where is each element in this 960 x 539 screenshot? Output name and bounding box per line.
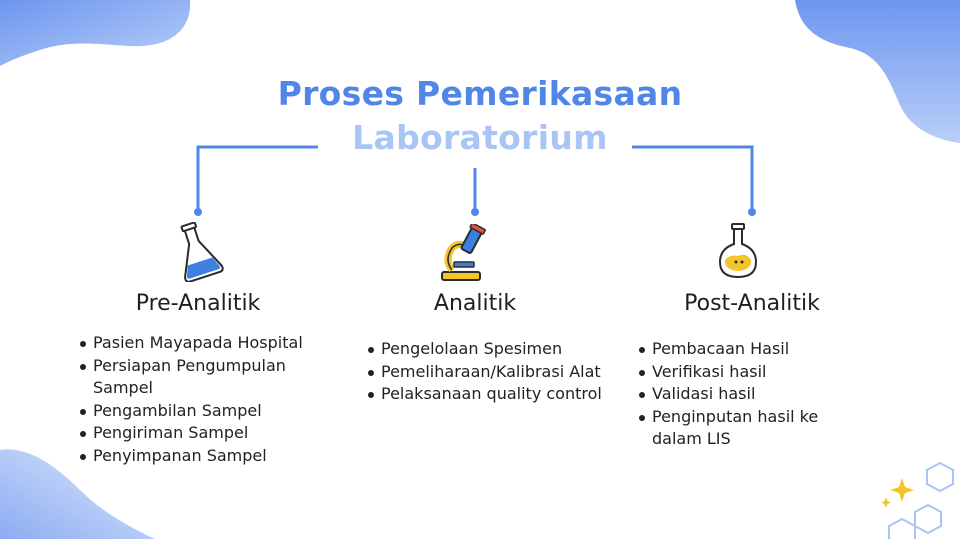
page-title-line2: Laboratorium xyxy=(352,118,608,157)
column-title-analitik: Analitik xyxy=(433,291,517,316)
connector-lines xyxy=(196,145,754,212)
list-item: Persiapan Pengumpulan Sampel xyxy=(80,355,330,400)
column-title-pre-analitik: Pre-Analitik xyxy=(135,291,261,316)
connector-right xyxy=(632,145,754,212)
blob-bottom-left xyxy=(0,449,155,539)
list-item: Validasi hasil xyxy=(639,383,849,406)
list-item: Pengelolaan Spesimen xyxy=(368,338,603,361)
microscope-icon xyxy=(441,224,486,281)
column-title-post-analitik: Post-Analitik xyxy=(684,291,820,316)
page-title-line1: Proses Pemerikasaan xyxy=(277,74,683,113)
list-item: Pengambilan Sampel xyxy=(80,400,330,423)
blob-top-right xyxy=(795,0,960,143)
list-item: Pengiriman Sampel xyxy=(80,422,330,445)
analitik-list: Pengelolaan Spesimen Pemeliharaan/Kalibr… xyxy=(368,338,603,406)
connector-dots xyxy=(194,208,756,216)
list-item: Verifikasi hasil xyxy=(639,361,849,384)
hexagon-molecule-icon xyxy=(888,461,954,539)
post-analitik-list: Pembacaan Hasil Verifikasi hasil Validas… xyxy=(639,338,849,451)
sparkle-icon xyxy=(881,478,914,508)
round-flask-icon xyxy=(718,223,758,279)
blob-top-left xyxy=(0,0,191,66)
pre-analitik-list: Pasien Mayapada Hospital Persiapan Pengu… xyxy=(80,332,330,467)
list-item: Penginputan hasil ke dalam LIS xyxy=(639,406,849,451)
list-item: Pembacaan Hasil xyxy=(639,338,849,361)
connector-left xyxy=(196,145,318,212)
list-item: Pemeliharaan/Kalibrasi Alat xyxy=(368,361,603,384)
list-item: Penyimpanan Sampel xyxy=(80,445,330,468)
list-item: Pelaksanaan quality control xyxy=(368,383,603,406)
list-item: Pasien Mayapada Hospital xyxy=(80,332,330,355)
flask-icon xyxy=(180,222,224,282)
